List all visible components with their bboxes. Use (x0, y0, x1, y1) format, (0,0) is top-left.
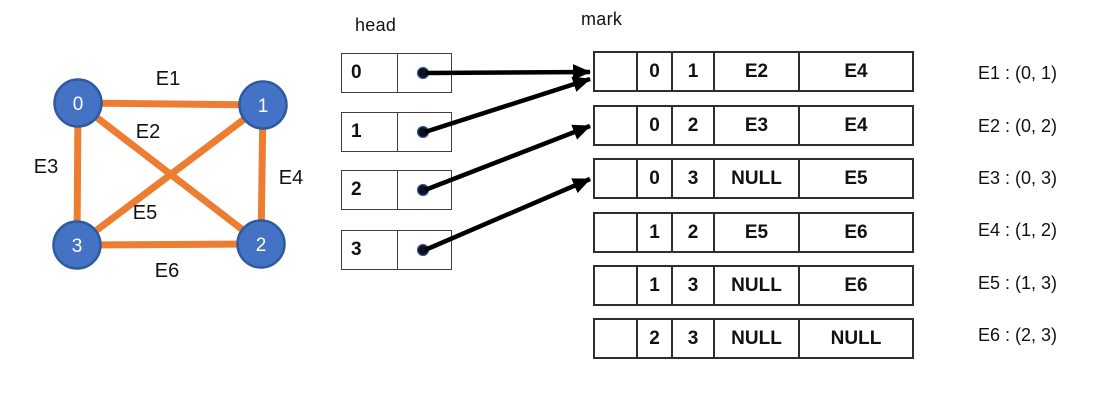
mark-cell: NULL (713, 160, 798, 197)
head-index-cell: 3 (342, 231, 398, 269)
graph-node-3 (52, 220, 102, 270)
mark-cell: NULL (798, 320, 912, 357)
head-index-cell: 0 (342, 54, 398, 92)
head-row-1: 1 (341, 112, 452, 152)
mark-cell: 3 (671, 160, 713, 197)
head-array-title: head (355, 15, 397, 35)
mark-cell: 2 (671, 214, 713, 251)
mark-cell: E3 (713, 107, 798, 144)
head-row-3: 3 (341, 230, 452, 270)
mark-cell: E6 (798, 214, 912, 251)
graph-edge-E3 (73, 99, 82, 249)
edge-definition-E5: E5 : (1, 3) (977, 273, 1058, 293)
mark-cell: 2 (671, 107, 713, 144)
mark-cell: E5 (798, 160, 912, 197)
mark-cell: NULL (713, 320, 798, 357)
mark-cell: E2 (713, 53, 798, 90)
graph-node-2-label: 2 (256, 235, 267, 256)
mark-cell (595, 214, 636, 251)
mark-row-4: 1 2 E5 E6 (593, 212, 914, 253)
graph-node-0 (53, 78, 103, 128)
graph-edge-E4-label: E4 (279, 167, 303, 189)
mark-row-1: 0 1 E2 E4 (593, 51, 914, 92)
graph-edge-E5-label: E5 (133, 202, 157, 224)
mark-cell: E4 (798, 53, 912, 90)
graph-edge-E2-label: E2 (136, 121, 160, 143)
mark-cell: 3 (671, 320, 713, 357)
mark-cell (595, 267, 636, 304)
head-row-0: 0 (341, 53, 452, 93)
graph-node-1-label: 1 (258, 96, 269, 117)
head-row-2: 2 (341, 170, 452, 210)
mark-cell: 0 (636, 53, 671, 90)
mark-cell: 1 (636, 214, 671, 251)
mark-cell (595, 107, 636, 144)
mark-cell: 2 (636, 320, 671, 357)
edge-definition-E1: E1 : (0, 1) (977, 63, 1058, 83)
graph-edge-E2 (74, 99, 265, 248)
mark-table-title: mark (581, 9, 623, 29)
edge-definition-E2: E2 : (0, 2) (977, 116, 1058, 136)
graph-node-0-label: 0 (73, 94, 84, 115)
edge-definition-E6: E6 : (2, 3) (977, 325, 1058, 345)
mark-row-2: 0 2 E3 E4 (593, 105, 914, 146)
graph-edge-E1-label: E1 (156, 68, 180, 90)
head-index-cell: 1 (342, 113, 398, 151)
mark-cell: 1 (671, 53, 713, 90)
graph-edge-E3-label: E3 (34, 156, 58, 178)
graph-node-3-label: 3 (72, 236, 83, 257)
head-pointer-cell (398, 113, 451, 151)
graph-edge-E6 (73, 240, 265, 249)
graph-edge-E5 (73, 101, 267, 249)
mark-cell: E4 (798, 107, 912, 144)
graph-node-2 (236, 219, 286, 269)
graph-edge-E4 (257, 101, 267, 248)
graph-edge-E6-label: E6 (155, 260, 179, 282)
mark-cell: E6 (798, 267, 912, 304)
graph-edge-E1 (74, 99, 267, 109)
mark-cell: NULL (713, 267, 798, 304)
head-pointer-cell (398, 171, 451, 209)
mark-cell: 0 (636, 160, 671, 197)
graph-node-1 (238, 80, 288, 130)
mark-cell: 1 (636, 267, 671, 304)
head-pointer-cell (398, 231, 451, 269)
mark-cell: E5 (713, 214, 798, 251)
mark-cell (595, 320, 636, 357)
mark-cell (595, 160, 636, 197)
mark-cell: 0 (636, 107, 671, 144)
mark-cell: 3 (671, 267, 713, 304)
mark-row-3: 0 3 NULL E5 (593, 158, 914, 199)
head-pointer-cell (398, 54, 451, 92)
mark-cell (595, 53, 636, 90)
head-index-cell: 2 (342, 171, 398, 209)
edge-definition-E3: E3 : (0, 3) (977, 168, 1058, 188)
mark-row-5: 1 3 NULL E6 (593, 265, 914, 306)
edge-definition-E4: E4 : (1, 2) (977, 220, 1058, 240)
mark-row-6: 2 3 NULL NULL (593, 318, 914, 359)
